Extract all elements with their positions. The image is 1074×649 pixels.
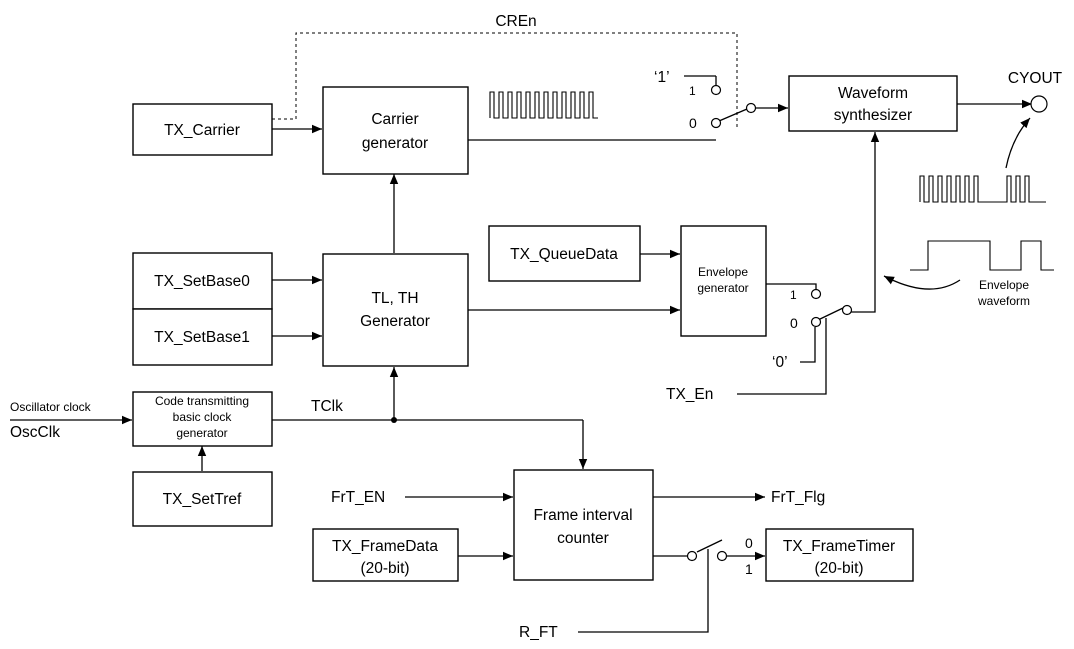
envelope-switch-arm — [817, 307, 844, 321]
envelope-pointer-arrow — [883, 275, 961, 290]
tx-frametimer-block: TX_FrameTimer (20-bit) — [765, 528, 914, 582]
tx-setbase0-label: TX_SetBase0 — [154, 273, 250, 290]
code-tx-clock-gen-line2: basic clock — [173, 410, 233, 424]
tx-settref-block: TX_SetTref — [132, 471, 273, 527]
tx-frametimer-line2: (20-bit) — [814, 560, 863, 577]
waveform-synthesizer-block: Waveform synthesizer — [788, 75, 958, 132]
carrier-switch-pin0 — [710, 117, 722, 129]
tlth-generator-line2: Generator — [360, 313, 430, 330]
waveforms — [489, 91, 1054, 271]
ft-switch-out0-label: 0 — [745, 535, 753, 551]
wire-envswitch-to-synth — [851, 132, 880, 313]
switch-pins — [686, 84, 1048, 562]
tx-setbase0-block: TX_SetBase0 — [132, 252, 273, 310]
tx-setbase1-block: TX_SetBase1 — [132, 308, 273, 366]
frame-counter-line2: counter — [557, 530, 609, 547]
cyout-terminal — [1030, 95, 1048, 113]
cren-control-line — [272, 32, 738, 127]
frame-interval-counter-block: Frame interval counter — [513, 469, 654, 581]
ft-switch-out — [716, 550, 728, 562]
carrier-switch-out — [745, 102, 757, 114]
tx-carrier-block: TX_Carrier — [132, 103, 273, 156]
ft-switch-arm — [696, 539, 723, 553]
tx-carrier-label: TX_Carrier — [164, 122, 240, 139]
env-switch-pin0 — [810, 316, 822, 328]
wire-envelope-to-switch — [766, 283, 817, 290]
oscillator-clock-label: Oscillator clock — [10, 400, 92, 414]
envelope-generator-line2: generator — [697, 281, 748, 295]
envelope-generator-line1: Envelope — [698, 265, 748, 279]
cren-label: CREn — [495, 13, 536, 30]
tx-framedata-block: TX_FrameData (20-bit) — [312, 528, 459, 582]
oscclk-label: OscClk — [10, 424, 60, 441]
carrier-waveform — [489, 91, 598, 119]
signal-labels: CREn CYOUT Oscillator clock OscClk TClk … — [10, 13, 1063, 641]
envelope-generator-block: Envelope generator — [680, 225, 767, 337]
env-switch-in1-label: 1 — [790, 288, 797, 302]
frt-en-label: FrT_EN — [331, 489, 385, 506]
code-tx-clock-gen-line1: Code transmitting — [155, 394, 249, 408]
code-tx-clock-gen-line3: generator — [176, 426, 227, 440]
tlth-generator-line1: TL, TH — [371, 290, 418, 307]
carrier-switch-pin1 — [710, 84, 722, 96]
env-switch-in0-label: 0 — [790, 315, 798, 331]
wire-const0 — [800, 327, 816, 363]
wire-tx-en — [737, 318, 827, 395]
carrier-generator-line2: generator — [362, 135, 428, 152]
env-const0-label: ‘0’ — [772, 354, 788, 371]
tclk-junction — [391, 417, 397, 423]
tx-queuedata-label: TX_QueueData — [510, 246, 618, 263]
cyout-waveform — [919, 175, 1046, 203]
tclk-label: TClk — [311, 398, 343, 415]
tx-en-label: TX_En — [666, 386, 713, 403]
annotations: Envelope waveform — [977, 278, 1030, 308]
ft-switch-in — [686, 550, 698, 562]
carrier-generator-line1: Carrier — [371, 111, 418, 128]
cyout-pointer-arrow — [1005, 117, 1031, 169]
carrier-switch-in0-label: 0 — [689, 115, 697, 131]
carrier-const1-label: ‘1’ — [654, 69, 670, 86]
carrier-switch-arm — [718, 108, 748, 122]
waveform-synth-line2: synthesizer — [834, 107, 912, 124]
tx-framedata-line1: TX_FrameData — [332, 538, 438, 555]
envelope-waveform-line2: waveform — [977, 294, 1030, 308]
cyout-label: CYOUT — [1008, 70, 1063, 87]
tlth-generator-block: TL, TH Generator — [322, 253, 469, 367]
waveform-synth-line1: Waveform — [838, 85, 908, 102]
switch-labels: ‘1’ 1 0 1 0 ‘0’ 0 1 — [654, 69, 798, 577]
frt-flg-label: FrT_Flg — [771, 489, 825, 506]
carrier-switch-in1-label: 1 — [689, 84, 696, 98]
tx-setbase1-label: TX_SetBase1 — [154, 329, 250, 346]
wires — [10, 32, 1032, 633]
tx-settref-label: TX_SetTref — [163, 491, 242, 508]
carrier-generator-block: Carrier generator — [322, 86, 469, 175]
env-switch-out — [841, 304, 853, 316]
wire-r-ft — [578, 549, 709, 633]
frame-counter-line1: Frame interval — [533, 507, 632, 524]
tx-frametimer-line1: TX_FrameTimer — [783, 538, 895, 555]
envelope-waveform — [910, 240, 1054, 271]
tx-queuedata-block: TX_QueueData — [488, 225, 641, 282]
code-tx-clock-gen-block: Code transmitting basic clock generator — [132, 391, 273, 447]
env-switch-pin1 — [810, 288, 822, 300]
r-ft-label: R_FT — [519, 624, 558, 641]
ft-switch-out1-label: 1 — [745, 561, 753, 577]
tx-framedata-line2: (20-bit) — [360, 560, 409, 577]
envelope-waveform-line1: Envelope — [979, 278, 1029, 292]
